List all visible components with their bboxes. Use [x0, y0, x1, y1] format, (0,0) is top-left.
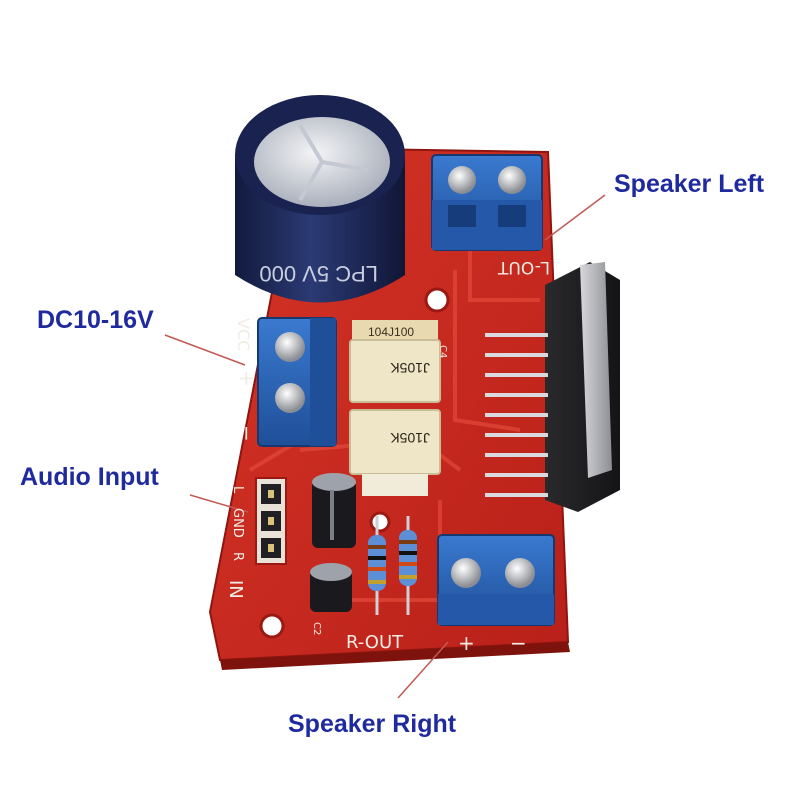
film-cap-marking-2: J105K: [390, 430, 430, 446]
speaker-right-terminal[interactable]: [437, 534, 555, 626]
film-capacitor-top-label: [352, 320, 438, 342]
amplifier-ic: [545, 262, 620, 512]
callout-audio-input: Audio Input: [20, 463, 159, 491]
callout-dc-power: DC10-16V: [37, 306, 154, 334]
screw-icon[interactable]: [448, 166, 476, 194]
film-capacitor-1: [349, 339, 441, 403]
electrolytic-capacitor-small: [312, 473, 356, 548]
film-capacitor-2: [349, 409, 441, 496]
callout-speaker-left: Speaker Left: [614, 170, 765, 198]
silk-in: IN: [225, 580, 246, 599]
speaker-left-terminal[interactable]: [431, 154, 543, 251]
silk-r-out-plus: +: [458, 631, 475, 655]
callout-speaker-right: Speaker Right: [288, 710, 457, 738]
silk-in-l: L: [230, 486, 245, 494]
screw-icon[interactable]: [505, 558, 535, 588]
silk-r-out-minus: −: [510, 631, 527, 655]
silk-in-gnd: GND: [230, 508, 245, 538]
silk-c2: C2: [311, 622, 322, 635]
capacitor-marking: 104J100: [368, 325, 414, 339]
mounting-hole: [259, 613, 285, 639]
electrolytic-capacitor-large: LPC 5V 000: [235, 95, 405, 303]
screw-icon[interactable]: [275, 332, 305, 362]
svg-text:LPC 5V 000: LPC 5V 000: [259, 261, 378, 286]
mounting-hole: [369, 511, 391, 533]
ic-pins: [485, 333, 548, 497]
resistor: [368, 516, 386, 615]
silk-in-r: R: [230, 552, 245, 561]
silk-vcc: VCC: [234, 318, 253, 351]
resistor: [399, 516, 417, 615]
silk-minus: −: [235, 425, 259, 442]
silk-l-out: L-OUT: [497, 257, 550, 277]
silk-r-out: R-OUT: [346, 632, 404, 653]
film-cap-marking-1: J105K: [390, 360, 430, 376]
silk-c4: C4: [437, 345, 448, 358]
screw-icon[interactable]: [451, 558, 481, 588]
pcb-edge: [220, 642, 570, 670]
audio-input-header[interactable]: [255, 477, 287, 565]
mounting-hole: [424, 287, 450, 313]
screw-icon[interactable]: [498, 166, 526, 194]
silk-plus: +: [235, 370, 259, 387]
power-terminal[interactable]: [257, 317, 337, 447]
electrolytic-capacitor-small: [310, 563, 352, 612]
callout-leader-lines: [164, 194, 606, 699]
screw-icon[interactable]: [275, 383, 305, 413]
